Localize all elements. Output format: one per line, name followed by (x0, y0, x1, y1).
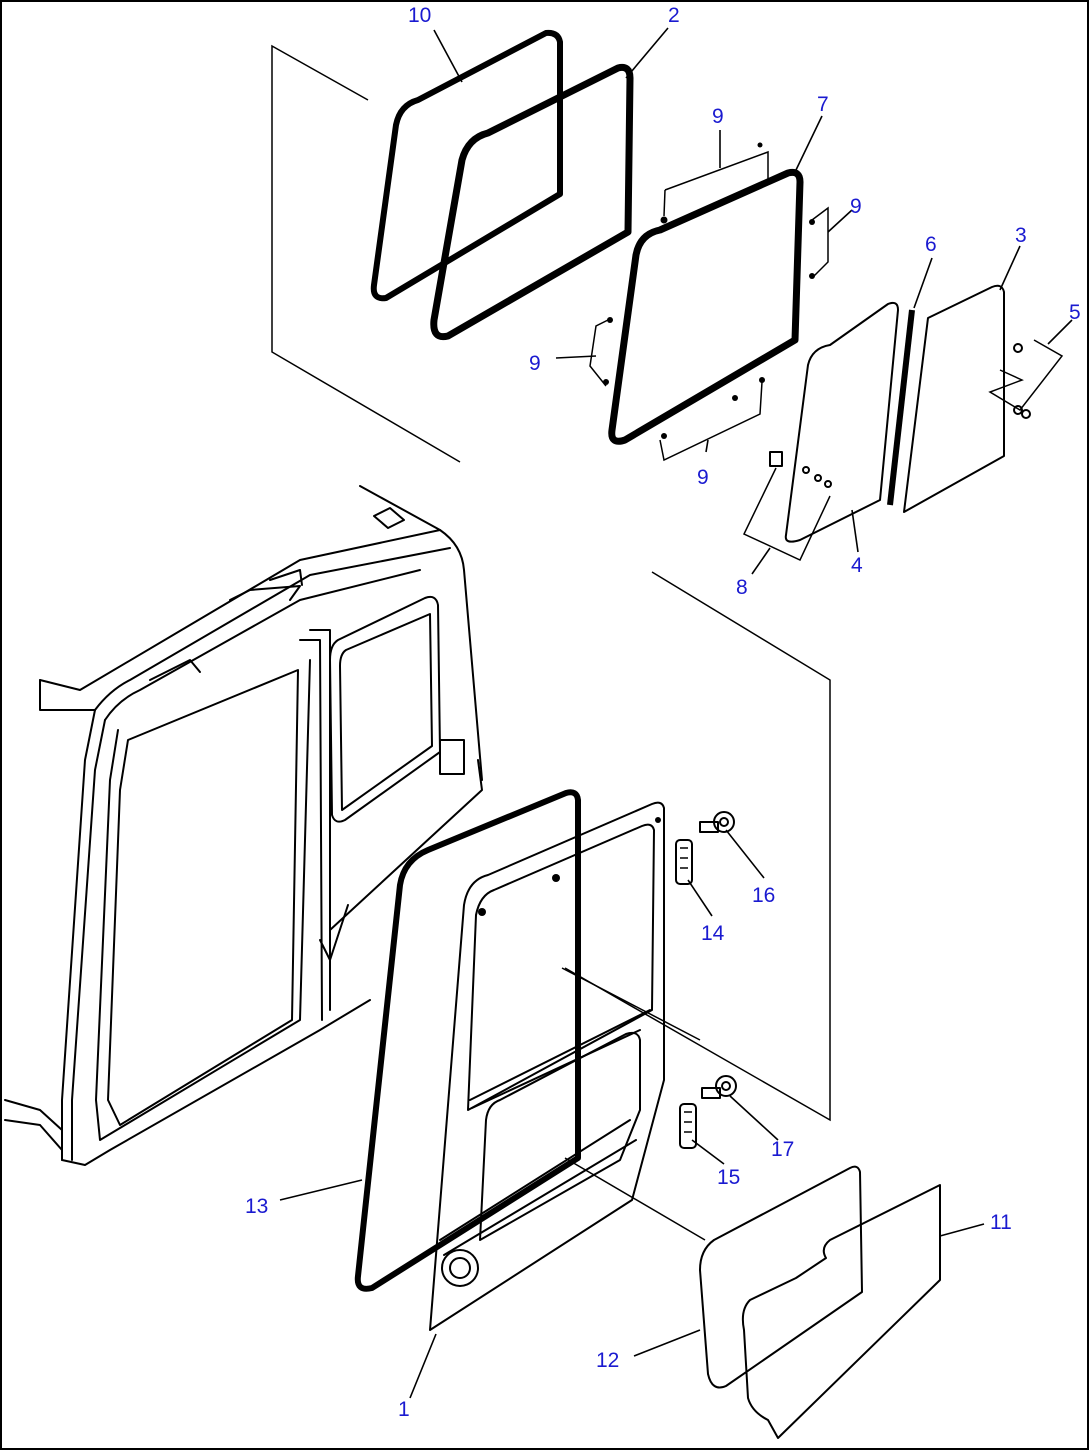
part-9-clips-right (809, 206, 829, 279)
part-9-clips-bottom (659, 377, 765, 462)
part-2-window-seal (430, 64, 634, 341)
callout-9: 9 (712, 105, 724, 128)
part-5-bracket (988, 339, 1064, 419)
callout-14: 14 (701, 922, 725, 945)
callout-9: 9 (850, 195, 862, 218)
callout-6: 6 (925, 233, 937, 256)
part-3-fixed-glass (903, 284, 1005, 513)
cab-body (4, 485, 483, 1166)
part-15-latch (679, 1103, 697, 1149)
callout-1: 1 (398, 1398, 410, 1421)
callout-16: 16 (752, 884, 775, 907)
callout-17: 17 (771, 1138, 794, 1161)
part-9-clips-top (660, 142, 769, 224)
part-11-panel (741, 1184, 941, 1439)
part-8-bracket (742, 451, 832, 561)
upper-guide-plane (271, 44, 461, 463)
lower-guide-plane (564, 571, 831, 1122)
callout-9: 9 (697, 466, 709, 489)
part-12-panel-seal (699, 1165, 863, 1389)
callout-2: 2 (668, 4, 680, 27)
part-16-bolt (699, 811, 735, 833)
callout-8: 8 (736, 576, 748, 599)
callout-3: 3 (1015, 224, 1027, 247)
callout-12: 12 (596, 1349, 619, 1372)
callout-7: 7 (817, 93, 829, 116)
callout-15: 15 (717, 1166, 740, 1189)
callout-labels: 10 2 9 7 9 6 3 5 9 9 4 8 16 14 17 15 13 … (245, 4, 1081, 1421)
leader-lines (279, 27, 1073, 1399)
part-13-door-seal (354, 789, 581, 1292)
part-10-window-glass (370, 29, 563, 302)
part-4-sliding-glass (784, 301, 899, 543)
callout-9: 9 (529, 352, 541, 375)
callout-11: 11 (990, 1211, 1012, 1234)
callout-5: 5 (1069, 301, 1081, 324)
part-7-window-frame (608, 168, 804, 445)
part-14-latch (675, 839, 693, 885)
callout-10: 10 (408, 4, 431, 27)
callout-4: 4 (851, 554, 863, 577)
callout-13: 13 (245, 1195, 268, 1218)
part-9-clips-left (589, 317, 613, 387)
part-6-seal-strip (887, 309, 915, 506)
part-17-bolt (701, 1075, 737, 1099)
part-1-door (429, 801, 706, 1331)
